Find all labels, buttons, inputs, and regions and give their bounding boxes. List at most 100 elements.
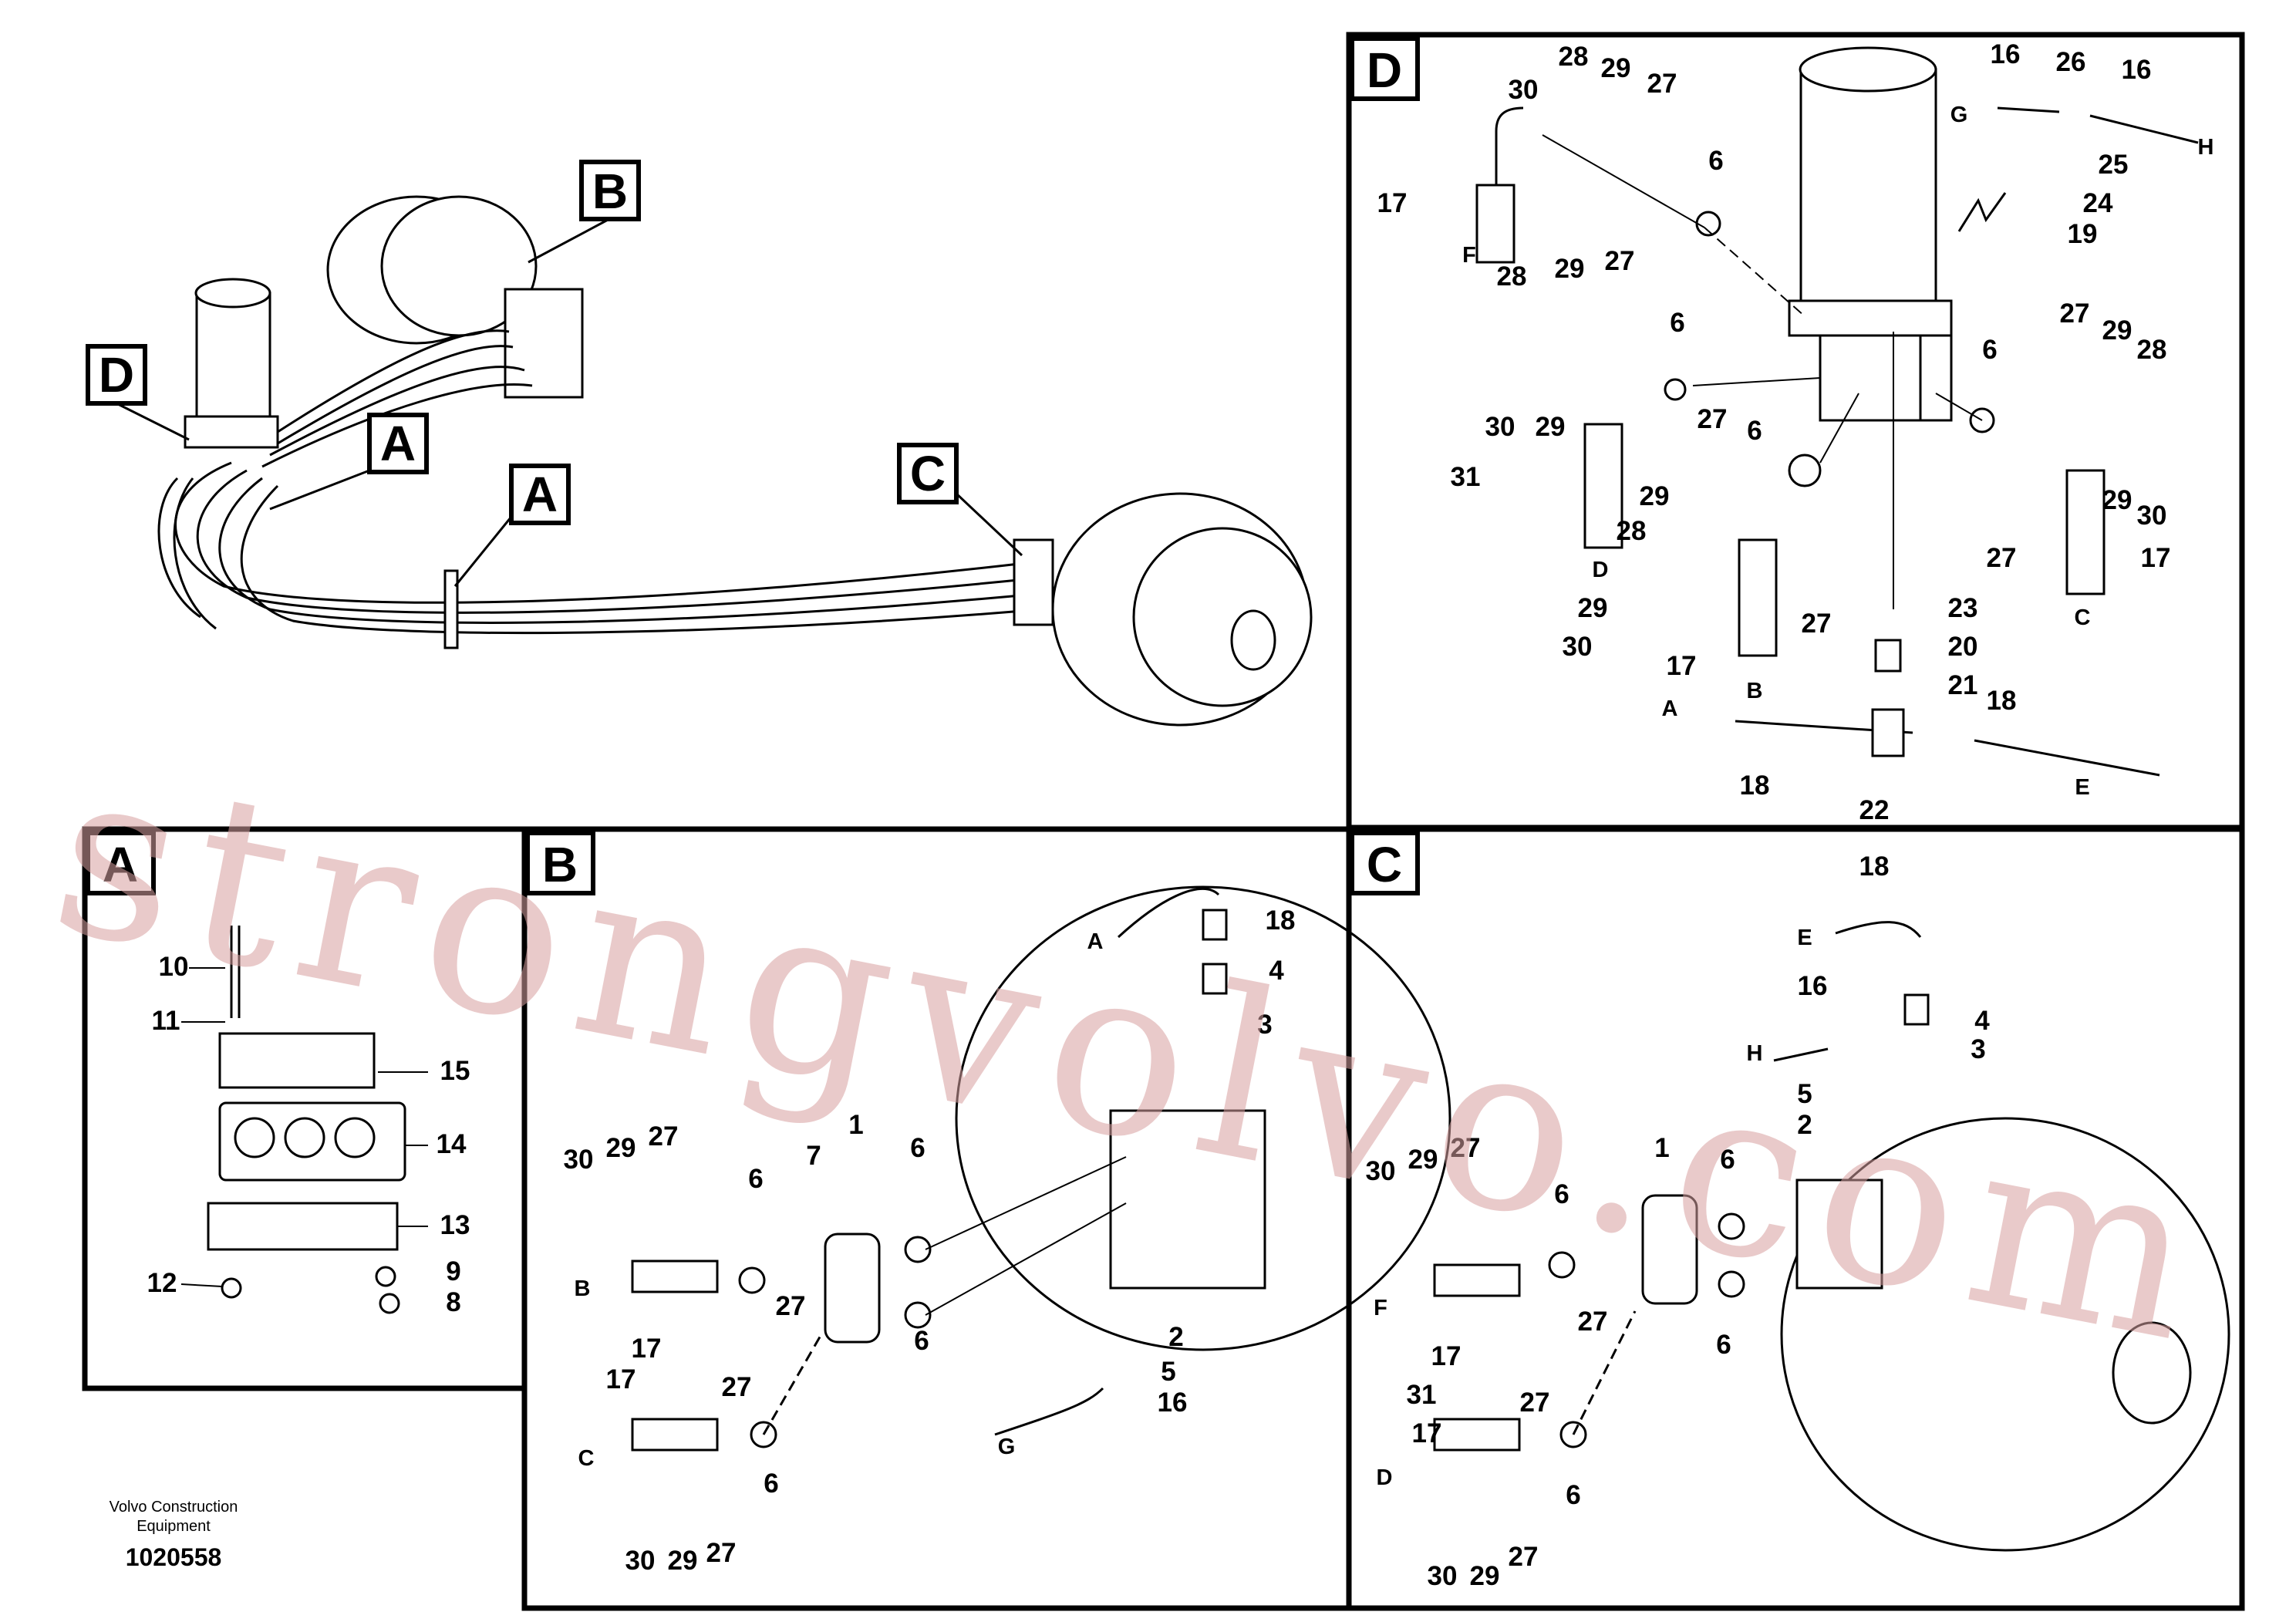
oring-6-b-1 (738, 1266, 766, 1294)
label-b-6b: 6 (748, 1164, 763, 1194)
label-23: 23 (1948, 593, 1978, 623)
label-b-G: G (998, 1435, 1016, 1459)
label-27: 27 (1647, 69, 1677, 99)
label-a-12: 12 (147, 1268, 177, 1298)
label-a-9: 9 (446, 1256, 460, 1286)
label-c-6b: 6 (1554, 1179, 1569, 1209)
panel-c-frame (1346, 826, 2245, 1611)
label-F: F (1462, 243, 1476, 268)
front-motor-cover (1132, 527, 1313, 707)
label-19: 19 (2068, 219, 2098, 249)
label-b-6: 6 (910, 1133, 925, 1163)
panel-a: A 10 11 15 14 13 12 9 8 (86, 831, 470, 1317)
clamp-plate-13 (207, 1202, 399, 1251)
label-18: 18 (1987, 686, 2017, 716)
flange-1-c (1641, 1194, 1698, 1305)
swivel-joint-body (195, 292, 271, 418)
panel-a-tag: A (103, 837, 138, 892)
label-30: 30 (1509, 75, 1539, 105)
label-17: 17 (1377, 188, 1408, 218)
label-17-c: 17 (1667, 651, 1697, 681)
label-29-b: 29 (2102, 315, 2132, 346)
screw-8 (379, 1293, 400, 1314)
hose-17-mid (1738, 538, 1778, 657)
hose-17-right (2065, 469, 2106, 595)
label-c-27c: 27 (1520, 1388, 1550, 1418)
label-29: 29 (1601, 53, 1631, 83)
panel-c-tag: C (1367, 837, 1402, 892)
label-b-18: 18 (1266, 905, 1296, 936)
label-G: G (1950, 103, 1968, 127)
label-29-g: 29 (1578, 593, 1608, 623)
label-6: 6 (1708, 146, 1723, 176)
label-29-f: 29 (1640, 481, 1670, 511)
label-E: E (2075, 775, 2089, 800)
label-b-16: 16 (1158, 1388, 1188, 1418)
label-b-7: 7 (806, 1141, 821, 1171)
label-27-d: 27 (1605, 246, 1635, 276)
label-25: 25 (2099, 150, 2129, 180)
label-30-b: 30 (2137, 501, 2167, 531)
hose-c-fitting (631, 1418, 719, 1452)
flange-1-b (824, 1233, 881, 1344)
label-c-1: 1 (1654, 1133, 1669, 1163)
label-b-1: 1 (848, 1110, 863, 1140)
label-c-27b: 27 (1578, 1307, 1608, 1337)
label-a-15: 15 (440, 1056, 470, 1086)
callout-a-tag-2: A (522, 467, 558, 522)
label-27-f: 27 (1802, 609, 1832, 639)
label-b-27: 27 (649, 1121, 679, 1152)
swivel-port-block (1819, 334, 1922, 422)
clamp-upper-15 (218, 1032, 376, 1089)
label-a-14: 14 (437, 1129, 467, 1159)
label-b-5: 5 (1161, 1357, 1175, 1387)
label-c-29: 29 (1408, 1145, 1438, 1175)
tee-fitting-22 (1871, 708, 1905, 757)
adapter-4-b (1202, 963, 1228, 995)
callout-d-tag: D (99, 347, 134, 403)
label-a-11: 11 (152, 1006, 180, 1036)
panel-b: B 18 A 4 3 1 7 6 6 30 29 27 B 27 17 6 17 (525, 831, 1451, 1576)
oring-6-d-center (1788, 454, 1822, 487)
label-a-13: 13 (440, 1210, 470, 1240)
swivel-joint-top (194, 278, 271, 309)
hose-b-fitting (631, 1259, 719, 1293)
label-b-C: C (578, 1446, 595, 1471)
label-b-A: A (1087, 929, 1104, 954)
label-16: 16 (1991, 39, 2021, 69)
label-28: 28 (1559, 42, 1589, 72)
label-b-6c: 6 (914, 1326, 929, 1356)
label-30-d: 30 (1563, 632, 1593, 662)
label-24: 24 (2083, 188, 2113, 218)
motor-c (1780, 1117, 2230, 1552)
label-c-D: D (1377, 1465, 1393, 1490)
label-c-17: 17 (1431, 1341, 1462, 1371)
label-27-e: 27 (1698, 404, 1728, 434)
valve-block-c (1795, 1179, 1883, 1290)
label-a-8: 8 (446, 1287, 460, 1317)
rear-motor-flange (380, 195, 538, 337)
label-16-b: 16 (2122, 55, 2152, 85)
front-motor-hub (1230, 609, 1276, 671)
label-b-6d: 6 (764, 1469, 778, 1499)
motor-b (955, 885, 1451, 1351)
label-21: 21 (1948, 670, 1978, 700)
callout-a-tag-1: A (380, 416, 416, 471)
label-28-d: 28 (1617, 516, 1647, 546)
swivel-flange (1788, 299, 1953, 337)
rear-valve-block (504, 288, 584, 399)
label-20: 20 (1948, 632, 1978, 662)
footer: Volvo Construction Equipment 1020558 (110, 1499, 238, 1571)
label-c-31: 31 (1407, 1380, 1437, 1410)
label-b-30b: 30 (625, 1546, 656, 1576)
overview-drawing: D B A A C (86, 160, 1313, 727)
label-c-F: F (1374, 1296, 1387, 1320)
label-17-b: 17 (2141, 543, 2171, 573)
label-a-10: 10 (159, 952, 189, 982)
label-c-H: H (1747, 1041, 1763, 1066)
label-b-29b: 29 (668, 1546, 698, 1576)
label-H: H (2198, 135, 2214, 160)
label-c-18: 18 (1859, 851, 1890, 882)
label-b-27c: 27 (722, 1372, 752, 1402)
label-29-c: 29 (2102, 485, 2132, 515)
